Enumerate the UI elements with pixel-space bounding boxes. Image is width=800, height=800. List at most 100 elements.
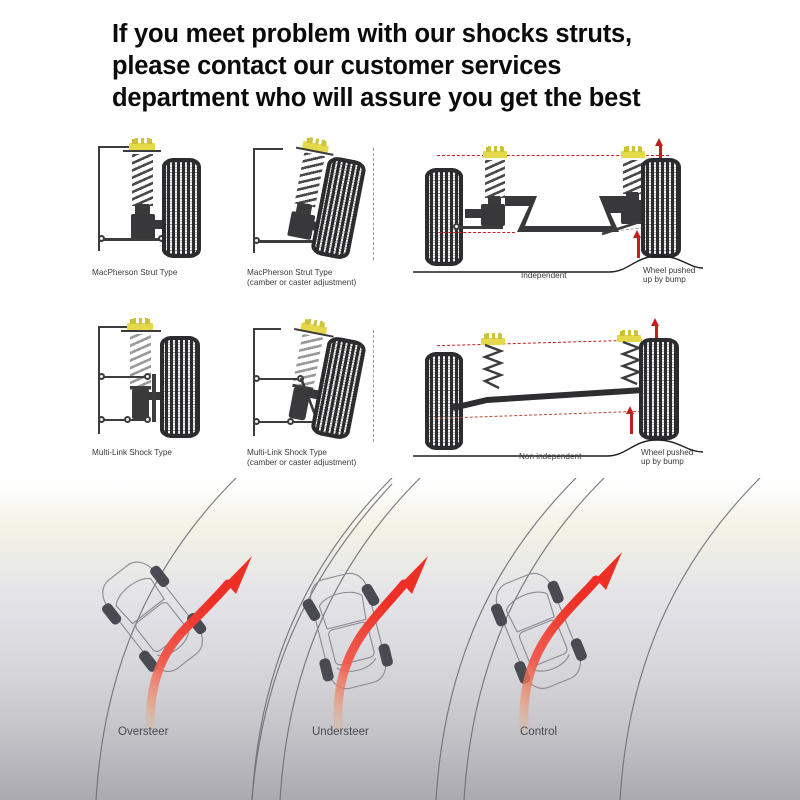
tire-tread-wiggle <box>641 158 681 258</box>
diagram-caption-secondary: (camber or caster adjustment) <box>247 458 357 467</box>
wheel-front-right <box>361 583 380 606</box>
tire-left <box>425 352 463 450</box>
chassis-arm <box>253 148 283 151</box>
mount-prong-icon <box>498 333 501 339</box>
car-body-outline <box>310 572 387 690</box>
tire-sidewall <box>162 158 201 258</box>
car-body-outline <box>102 561 203 673</box>
tire-tread-wiggle <box>425 352 463 450</box>
upper-ball-joint <box>144 373 151 380</box>
mount-prong-icon <box>638 146 641 152</box>
car-control <box>490 572 587 689</box>
wheel-rear-right <box>378 643 393 667</box>
strut-mount-plate <box>123 150 161 153</box>
vertical-reference-line <box>373 148 374 260</box>
coil-spring-left <box>485 160 505 198</box>
strut-top-mount <box>127 319 153 331</box>
ride-height-reference-top <box>437 155 669 156</box>
label-understeer: Understeer <box>312 726 369 738</box>
tire-right <box>639 338 679 440</box>
mount-prong-icon <box>135 138 138 144</box>
subframe <box>505 196 631 232</box>
steering-knuckle <box>131 214 155 239</box>
upper-control-arm <box>102 376 150 379</box>
bump-arrow-head-bottom <box>633 230 641 238</box>
chassis-rail <box>253 328 256 436</box>
shock-absorber-body <box>132 388 149 420</box>
path-arrow-oversteer <box>145 556 252 731</box>
tire-left <box>425 168 463 266</box>
cabin-outline <box>135 602 186 653</box>
tire-tread-wiggle <box>639 338 679 440</box>
bump-arrow-head-top <box>651 318 659 326</box>
mount-prong-icon <box>622 330 625 336</box>
label-control: Control <box>520 726 558 738</box>
vertical-reference-line <box>373 330 374 442</box>
diagram-caption: Multi-Link Shock Type <box>247 448 327 457</box>
coil-spring <box>130 334 151 390</box>
ground-line-with-bump <box>413 439 703 457</box>
lower-control-arm <box>102 238 164 241</box>
tire-right <box>641 158 681 258</box>
shock-collar <box>130 386 151 389</box>
suspension-diagram-area: MacPherson Strut Type <box>0 120 800 480</box>
ball-joint-left <box>453 223 460 230</box>
hub-arm <box>148 392 164 400</box>
lane-line <box>95 478 237 800</box>
inner-pivot-joint <box>98 235 105 242</box>
car-oversteer <box>102 561 207 673</box>
strut-shaft <box>135 204 150 216</box>
page-title-line-2: please contact our customer services <box>112 52 562 80</box>
mount-prong-icon <box>133 318 136 324</box>
bump-arrow-head-top <box>655 138 663 146</box>
bump-arrow-stem-bottom <box>630 414 634 434</box>
mount-prong-icon <box>494 146 497 152</box>
mount-prong-icon <box>500 146 503 152</box>
bump-label-line-2: up by bump <box>643 275 686 284</box>
mount-prong-icon <box>488 146 491 152</box>
chassis-arm <box>98 146 132 149</box>
diagram-macpherson-strut-camber: MacPherson Strut Type (camber or caster … <box>245 137 390 287</box>
wheel-upright <box>152 374 156 422</box>
tire-sidewall <box>641 158 681 258</box>
mount-prong-icon <box>486 333 489 339</box>
lower-inner-joint <box>98 416 105 423</box>
lane-line-inner <box>251 483 393 800</box>
coil-spring-right <box>623 160 643 194</box>
upper-inner-joint <box>98 373 105 380</box>
spring-top-mount-right <box>617 331 641 342</box>
axle-reference-left <box>439 232 515 233</box>
mount-prong-icon <box>626 146 629 152</box>
car-understeer <box>302 572 393 690</box>
bump-arrow-stem-top <box>655 326 659 346</box>
diagram-caption: Multi-Link Shock Type <box>92 448 172 457</box>
mount-prong-icon <box>141 138 144 144</box>
bump-arrow-stem-bottom <box>637 238 641 258</box>
wheel-rear-right <box>570 638 587 662</box>
strut-mount-plate <box>121 330 161 333</box>
strut-shaft-left <box>488 196 501 206</box>
diagram-macpherson-strut: MacPherson Strut Type <box>90 138 220 277</box>
strut-top-mount-right <box>621 147 645 158</box>
lower-mid-joint <box>287 418 294 425</box>
knuckle-arm-left <box>465 209 483 218</box>
diagram-caption: MacPherson Strut Type <box>92 268 178 277</box>
lower-mid-joint <box>124 416 131 423</box>
ground-line-with-bump <box>413 255 703 273</box>
wheel-rear-left <box>319 658 334 682</box>
diagram-multi-link-shock: Multi-Link Shock Type <box>90 318 220 457</box>
diagram-multi-link-shock-camber: Multi-Link Shock Type (camber or caster … <box>245 318 390 467</box>
coil-spring <box>132 154 153 206</box>
chassis-rail <box>253 148 256 253</box>
lower-control-arm <box>257 240 319 243</box>
tire-tread-wiggle <box>160 336 200 438</box>
tire-tread-wiggle <box>162 158 201 258</box>
car-body-outline <box>495 572 581 689</box>
strut-shaft-right <box>626 192 639 202</box>
label-oversteer: Oversteer <box>118 726 169 738</box>
steering-behaviour-scene: Oversteer Understeer Control <box>0 478 800 800</box>
tire <box>162 158 201 258</box>
wheel-front-right <box>547 580 564 604</box>
path-arrow-understeer <box>333 556 428 733</box>
